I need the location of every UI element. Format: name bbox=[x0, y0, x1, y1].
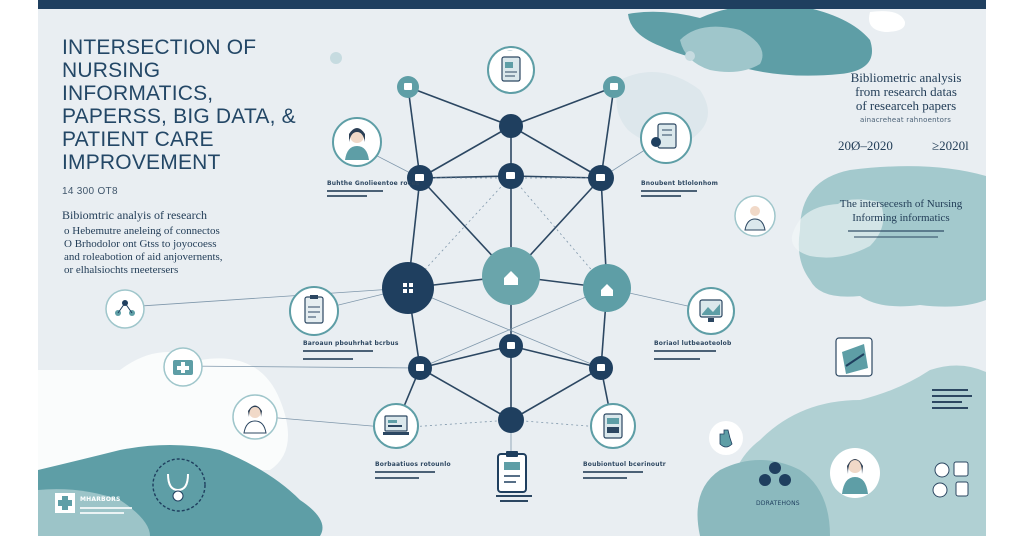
bottom-right-caption: DDRATEHONS bbox=[756, 500, 800, 507]
report-icon bbox=[497, 451, 527, 493]
right-sub: ainacreheat rahnoentors bbox=[860, 116, 952, 124]
document-chart-icon bbox=[487, 46, 535, 94]
medical-tools-icon bbox=[932, 461, 969, 498]
bottom-right-dark-blob bbox=[697, 460, 830, 536]
bubble-line-2: Informing informatics bbox=[852, 212, 950, 224]
doctor-avatar-icon bbox=[232, 394, 278, 440]
footer-text-lines bbox=[80, 507, 132, 514]
left-line-3: and roleabotion of aid anjovernents, bbox=[64, 251, 223, 263]
label-upper-left: Buhthe Gnolieentoe roces bbox=[327, 180, 420, 187]
laptop-chart-icon bbox=[373, 403, 419, 449]
team-icon bbox=[759, 462, 791, 486]
right-heading-line-3: of researceh papers bbox=[855, 98, 957, 113]
top-right-light-blob bbox=[680, 26, 763, 73]
right-heading-line-1: Bibliometric analysis bbox=[850, 70, 962, 85]
nurse-portrait-icon bbox=[830, 448, 880, 498]
left-line-2: O Brhodolor ont Gtss to joyocoess bbox=[64, 238, 217, 250]
left-line-1: o Hebemutre aneleing of connectos bbox=[64, 225, 220, 237]
page-title: INTERSECTION OF NURSING INFORMATICS, PAP… bbox=[62, 36, 296, 174]
right-white-cloud bbox=[791, 199, 884, 258]
years-left: 20Ø–2020 bbox=[838, 138, 893, 153]
node-top-center bbox=[499, 114, 523, 138]
left-white-cloud bbox=[38, 352, 288, 470]
node-glyphs bbox=[403, 83, 618, 371]
label-mid-left: Baroaun pbouhrhat bcrbus bbox=[303, 340, 399, 347]
clipboard-icon bbox=[289, 286, 339, 336]
node-bottom-center bbox=[498, 407, 524, 433]
node-mid-left bbox=[382, 262, 434, 314]
right-side-text-lines bbox=[932, 389, 972, 409]
bottom-center-text-lines bbox=[496, 495, 532, 502]
nurse-avatar-icon bbox=[332, 117, 382, 167]
monitor-icon bbox=[687, 287, 735, 335]
tablet-data-icon bbox=[590, 403, 636, 449]
left-line-4: or elhalsiochts rneetersers bbox=[64, 264, 179, 276]
folder-document-icon bbox=[835, 337, 873, 377]
label-bottom-left: Borbaatiuos rotounlo bbox=[375, 461, 451, 468]
hospital-cross-icon bbox=[55, 493, 75, 513]
label-mid-right: Boriaol lutbeaoteolob bbox=[654, 340, 732, 347]
stethoscope-icon bbox=[152, 458, 206, 512]
bubble-line-1: The intersecesrh of Nursing bbox=[839, 198, 963, 210]
label-bottom-right: Boubiontuol bcerinoutr bbox=[583, 461, 666, 468]
top-bar bbox=[38, 0, 986, 9]
decorative-dots bbox=[330, 50, 695, 64]
records-icon bbox=[640, 112, 692, 164]
network-people-icon bbox=[105, 289, 145, 329]
top-right-cloud bbox=[869, 11, 906, 32]
label-upper-right: Bnoubent btlolonhom bbox=[641, 180, 719, 187]
hand-icon bbox=[709, 421, 743, 455]
network-edges bbox=[394, 86, 615, 429]
footer-brand: MHARBORS bbox=[80, 496, 121, 503]
medical-kit-icon bbox=[163, 347, 203, 387]
right-heading-line-2: from research datas bbox=[855, 84, 957, 99]
bubble-text-lines bbox=[848, 230, 944, 238]
label-subtext-lines bbox=[303, 190, 716, 479]
years-right: ≥2020l bbox=[932, 138, 969, 153]
person-scan-icon bbox=[734, 195, 776, 237]
left-date-range: 14 300 OT8 bbox=[62, 186, 118, 197]
left-subtitle: Bibiomtric analyis of research bbox=[62, 208, 207, 222]
